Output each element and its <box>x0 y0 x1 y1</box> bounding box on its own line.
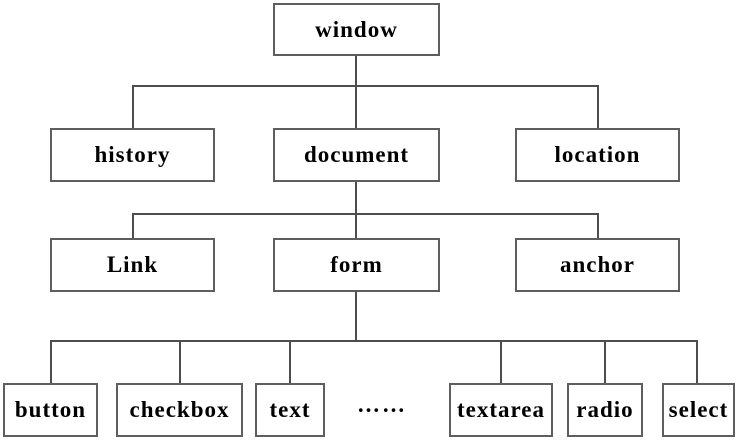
connector-form-stem <box>355 291 357 342</box>
connector-drop-history <box>132 85 134 129</box>
connector-drop-textarea <box>500 340 502 384</box>
node-ellipsis: …… <box>346 383 418 437</box>
connector-drop-text <box>289 340 291 384</box>
connector-document-stem <box>355 181 357 215</box>
node-document: document <box>273 128 440 182</box>
connector-bus-row2 <box>132 85 599 87</box>
connector-drop-form <box>355 213 357 239</box>
node-window: window <box>273 3 440 56</box>
node-button: button <box>3 383 98 437</box>
connector-drop-document <box>355 85 357 129</box>
node-text: text <box>255 383 325 437</box>
connector-drop-select <box>696 340 698 384</box>
connector-drop-anchor <box>597 213 599 239</box>
node-link: Link <box>50 238 215 292</box>
connector-drop-location <box>597 85 599 129</box>
node-history: history <box>50 128 215 182</box>
connector-drop-link <box>132 213 134 239</box>
node-select: select <box>662 383 735 437</box>
node-anchor: anchor <box>515 238 680 292</box>
connector-window-stem <box>355 55 357 87</box>
node-location: location <box>515 128 680 182</box>
connector-bus-row4 <box>50 340 698 342</box>
connector-drop-checkbox <box>179 340 181 384</box>
connector-drop-radio <box>604 340 606 384</box>
node-checkbox: checkbox <box>116 383 243 437</box>
connector-drop-button <box>50 340 52 384</box>
connector-bus-row3 <box>132 213 599 215</box>
node-radio: radio <box>567 383 643 437</box>
ellipsis-label: …… <box>357 392 407 417</box>
node-textarea: textarea <box>449 383 553 437</box>
node-form: form <box>273 238 440 292</box>
